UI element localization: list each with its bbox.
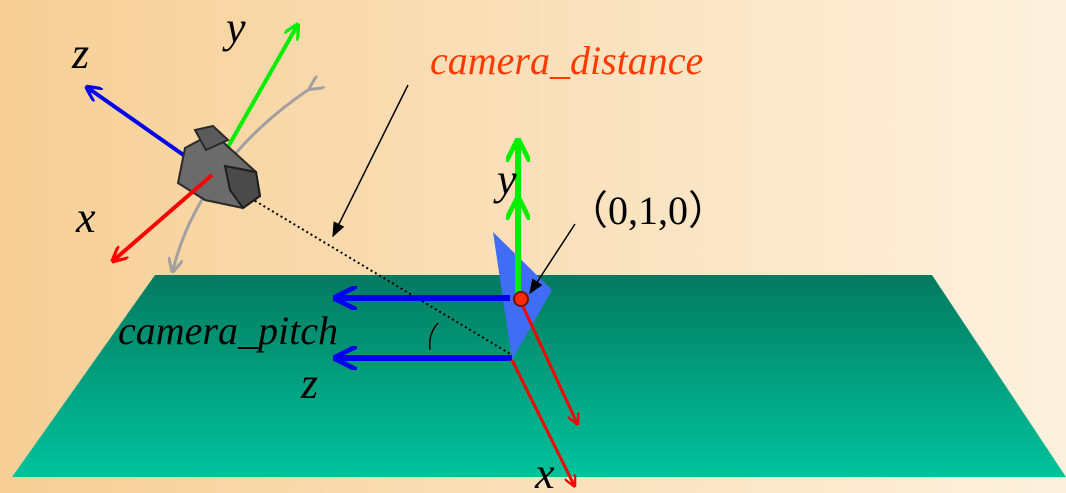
camera-y-label: y	[222, 3, 246, 52]
ground-z-label: z	[300, 359, 318, 408]
camera-distance-line	[211, 174, 513, 356]
target-point-dot	[513, 291, 529, 307]
target-y-label: y	[493, 155, 517, 204]
ground-x-axis	[510, 359, 574, 485]
camera-distance-pointer	[332, 84, 409, 238]
ground-plane	[12, 275, 1066, 477]
camera-z-label: z	[71, 29, 89, 78]
target-point-label: （0,1,0）	[568, 188, 728, 233]
camera-pitch-label: camera_pitch	[118, 308, 338, 353]
pitch-angle-arc	[428, 322, 439, 351]
target-point-pointer	[529, 223, 576, 295]
camera-distance-label: camera_distance	[430, 38, 703, 83]
camera-x-label: x	[75, 193, 96, 242]
ground-x-label: x	[534, 449, 555, 493]
camera-x-axis	[114, 173, 214, 260]
target-x-axis	[518, 299, 577, 423]
